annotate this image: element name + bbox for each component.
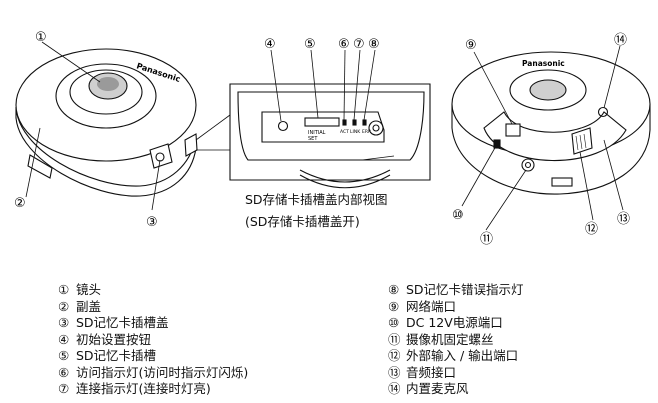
legend-number: ⑥ [58,364,70,380]
io-port-icon [571,127,593,155]
network-port-icon [505,123,521,137]
legend-text: 访问指示灯(访问时指示灯闪烁) [76,364,249,380]
callout-4: ④ [264,37,276,52]
legend-number: ⑧ [388,282,400,297]
inset-caption-subtitle: (SD存储卡插槽盖开) [245,214,360,229]
sd-card-slot-icon [304,117,340,127]
legend-item: ⑧ SD记忆卡错误指示灯 [388,282,524,299]
legend-number: ⑨ [388,298,400,314]
legend-item: ⑦ 连接指示灯(连接时灯亮) [58,381,248,398]
dc-port-icon [493,139,501,149]
legend-item: ⑩ DC 12V电源端口 [388,315,524,332]
mount-screw-icon [521,158,535,172]
callout-9: ⑨ [465,38,477,53]
callout-13: ⑬ [617,212,630,227]
legend-number: ⑬ [388,364,401,380]
legend-item: ⑬ 音频接口 [388,365,524,382]
camera-front-view [15,48,198,197]
legend-text: 内置麦克风 [406,381,469,396]
legend-number: ⑭ [388,381,401,396]
legend-number: ④ [58,331,70,347]
callout-8: ⑧ [368,37,380,52]
legend-text: SD记忆卡错误指示灯 [406,282,524,297]
callout-3: ③ [146,215,158,230]
camera-rear-view [451,51,651,195]
legend-right: ⑧ SD记忆卡错误指示灯 ⑨ 网络端口 ⑩ DC 12V电源端口 ⑪ 摄像机固定螺丝 ⑫ 外部输入… [388,282,524,398]
legend-item: ③ SD记忆卡插槽盖 [58,315,248,332]
legend-item: ⑫ 外部输入 / 输出端口 [388,348,524,365]
legend-number: ① [58,282,70,297]
legend-number: ⑪ [388,331,401,347]
legend-item: ④ 初始设置按钮 [58,332,248,349]
callout-12: ⑫ [585,222,598,237]
slot-label-err: ERR [362,129,371,135]
initial-set-button-icon [277,120,289,132]
legend-text: 副盖 [76,298,102,314]
legend-number: ⑩ [388,315,400,330]
callout-2: ② [14,196,26,211]
legend-left: ① 镜头 ② 副盖 ③ SD记忆卡插槽盖 ④ 初始设置按钮 ⑤ SD记忆卡插槽 ⑥ 访问指示灯(访问时… [58,282,248,398]
callout-10: ⑩ [452,208,464,223]
sd-slot-inset [229,83,431,189]
legend-text: 初始设置按钮 [76,331,152,347]
svg-text:SET: SET [308,136,318,142]
legend-item: ⑤ SD记忆卡插槽 [58,348,248,365]
legend-text: 镜头 [76,282,102,297]
audio-jack-icon [368,120,384,136]
legend-text: SD记忆卡插槽盖 [76,315,169,330]
legend-text: 网络端口 [406,298,457,314]
legend-item: ⑭ 内置麦克风 [388,381,524,398]
legend-number: ③ [58,315,70,330]
inset-caption-title: SD存储卡插槽盖内部视图 [245,192,388,207]
legend-item: ⑪ 摄像机固定螺丝 [388,332,524,349]
legend-text: SD记忆卡插槽 [76,348,157,363]
brand-logo-rear: Panasonic [522,59,565,68]
legend-text: 外部输入 / 输出端口 [406,348,519,363]
callout-1: ① [35,30,47,45]
legend-item: ⑥ 访问指示灯(访问时指示灯闪烁) [58,365,248,382]
legend-text: 摄像机固定螺丝 [406,331,494,347]
legend-number: ② [58,298,70,314]
inset-caption: SD存储卡插槽盖内部视图 (SD存储卡插槽盖开) [245,189,388,233]
callout-14: ⑭ [614,33,627,48]
slot-label-initial: INITIAL [308,130,326,136]
slot-label-act: ACT [340,129,349,135]
legend-text: 连接指示灯(连接时灯亮) [76,381,211,396]
legend-number: ⑦ [58,381,70,396]
callout-5: ⑤ [304,37,316,52]
legend-number: ⑤ [58,348,70,363]
callout-7: ⑦ [353,37,365,52]
legend-item: ① 镜头 [58,282,248,299]
rear-lens-icon [529,79,567,101]
microphone-icon [597,106,609,118]
legend-item: ② 副盖 [58,299,248,316]
legend-text: 音频接口 [406,364,457,380]
legend-text: DC 12V电源端口 [406,315,503,330]
callout-11: ⑪ [480,232,493,247]
legend-item: ⑨ 网络端口 [388,299,524,316]
slot-label-link: LINK [350,129,361,135]
legend-number: ⑫ [388,348,401,363]
callout-6: ⑥ [338,37,350,52]
